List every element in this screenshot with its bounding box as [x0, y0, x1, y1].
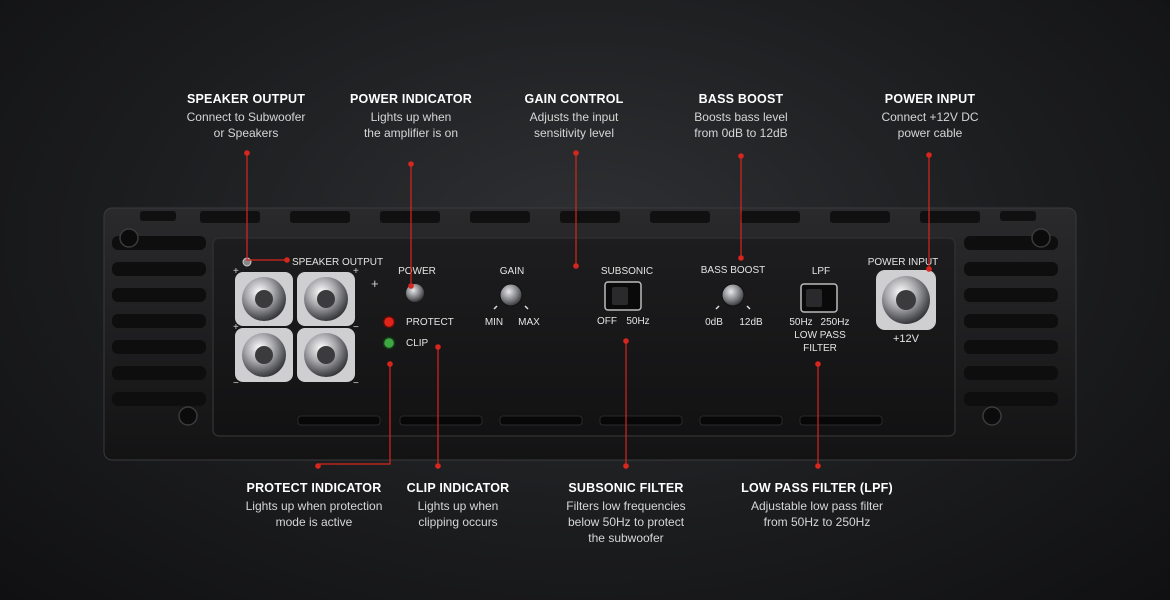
callout-title: GAIN CONTROL — [524, 92, 624, 106]
callout-desc-line: from 50Hz to 250Hz — [763, 515, 871, 529]
panel-label-lpf-50: 50Hz — [789, 317, 813, 328]
panel-label-speaker-output: SPEAKER OUTPUT — [292, 257, 384, 268]
panel-label-12v: +12V — [893, 333, 919, 345]
callout-title: POWER INPUT — [884, 92, 976, 106]
callout-subsonic-filter: SUBSONIC FILTER Filters low frequencies … — [526, 481, 726, 546]
callout-desc-line: power cable — [897, 126, 963, 140]
callout-desc-line: the subwoofer — [588, 531, 664, 545]
power-input-terminal — [876, 270, 936, 330]
callout-gain-control: GAIN CONTROL Adjusts the input sensitivi… — [474, 92, 674, 141]
panel-label-lpf-250: 250Hz — [820, 317, 850, 328]
callout-title: SUBSONIC FILTER — [568, 481, 684, 495]
panel-label-power: POWER — [398, 266, 436, 277]
callout-desc-line: Adjusts the input — [529, 110, 619, 124]
callout-desc-line: Lights up when — [417, 499, 499, 513]
callout-power-input: POWER INPUT Connect +12V DC power cable — [830, 92, 1030, 141]
callout-description: Adjustable low pass filter from 50Hz to … — [717, 498, 917, 530]
terminal-sign: − — [353, 322, 359, 333]
callout-desc-line: mode is active — [275, 515, 353, 529]
callout-low-pass-filter: LOW PASS FILTER (LPF) Adjustable low pas… — [717, 481, 917, 530]
panel-label-bass-12: 12dB — [739, 317, 763, 328]
callout-protect-indicator: PROTECT INDICATOR Lights up when protect… — [214, 481, 414, 530]
panel-label-gain-min: MIN — [484, 317, 504, 328]
panel-label-subsonic-50: 50Hz — [626, 316, 650, 327]
callout-title: LOW PASS FILTER (LPF) — [741, 481, 893, 495]
callout-description: Connect +12V DC power cable — [830, 109, 1030, 141]
callout-title: BASS BOOST — [698, 92, 784, 106]
panel-label-bass-boost: BASS BOOST — [700, 265, 766, 276]
panel-label-lpf-filter: FILTER — [803, 343, 837, 354]
chassis-screws — [119, 228, 1051, 426]
callout-description: Boosts bass level from 0dB to 12dB — [641, 109, 841, 141]
gain-knob — [499, 283, 523, 307]
callout-desc-line: Adjustable low pass filter — [750, 499, 884, 513]
callout-desc-line: Lights up when protection — [245, 499, 383, 513]
terminal-sign: − — [353, 378, 359, 389]
callout-description: Lights up when protection mode is active — [214, 498, 414, 530]
vent-slots — [297, 415, 883, 426]
panel-label-lpf: LPF — [811, 266, 831, 277]
panel-label-protect: PROTECT — [406, 317, 454, 328]
terminal-sign: + — [233, 266, 239, 277]
terminal-sign: + — [353, 266, 359, 277]
callout-desc-line: Boosts bass level — [694, 110, 788, 124]
callout-desc-line: from 0dB to 12dB — [694, 126, 788, 140]
callout-desc-line: below 50Hz to protect — [567, 515, 685, 529]
callout-bass-boost: BASS BOOST Boosts bass level from 0dB to… — [641, 92, 841, 141]
callout-title: PROTECT INDICATOR — [246, 481, 382, 495]
panel-label-clip: CLIP — [406, 338, 429, 349]
protect-led — [382, 315, 396, 329]
heatsink-right-fins — [964, 236, 1058, 406]
panel-label-lpf-low-pass: LOW PASS — [794, 330, 846, 341]
panel-label-subsonic-off: OFF — [597, 316, 617, 327]
callout-desc-line: Lights up when — [370, 110, 452, 124]
callout-desc-line: Filters low frequencies — [566, 499, 686, 513]
terminal-sign: + — [371, 276, 379, 291]
callout-speaker-output: SPEAKER OUTPUT Connect to Subwoofer or S… — [146, 92, 346, 141]
callout-description: Adjusts the input sensitivity level — [474, 109, 674, 141]
callout-desc-line: Connect +12V DC — [881, 110, 979, 124]
panel-label-gain-max: MAX — [518, 317, 540, 328]
terminal-sign: + — [233, 322, 239, 333]
callout-title: CLIP INDICATOR — [406, 481, 510, 495]
callout-clip-indicator: CLIP INDICATOR Lights up when clipping o… — [358, 481, 558, 530]
bass-boost-knob — [721, 283, 745, 307]
panel-label-gain: GAIN — [499, 266, 525, 277]
heatsink-top-fins — [140, 211, 1036, 223]
clip-led — [382, 336, 396, 350]
callout-desc-line: clipping occurs — [418, 515, 498, 529]
callout-description: Lights up when clipping occurs — [358, 498, 558, 530]
panel-label-bass-0: 0dB — [705, 317, 723, 328]
callout-title: SPEAKER OUTPUT — [186, 92, 306, 106]
callout-description: Lights up when the amplifier is on — [311, 109, 511, 141]
callout-description: Filters low frequencies below 50Hz to pr… — [526, 498, 726, 546]
callout-desc-line: the amplifier is on — [363, 126, 459, 140]
callout-desc-line: Connect to Subwoofer — [186, 110, 306, 124]
callout-desc-line: or Speakers — [213, 126, 279, 140]
faceplate — [212, 237, 956, 437]
callout-title: POWER INDICATOR — [350, 92, 472, 106]
callout-desc-line: sensitivity level — [533, 126, 615, 140]
panel-label-subsonic: SUBSONIC — [600, 266, 654, 277]
callout-description: Connect to Subwoofer or Speakers — [146, 109, 346, 141]
panel-label-power-input: POWER INPUT — [867, 257, 939, 268]
speaker-terminals — [235, 272, 355, 382]
callout-power-indicator: POWER INDICATOR Lights up when the ampli… — [311, 92, 511, 141]
terminal-sign: − — [233, 378, 239, 389]
